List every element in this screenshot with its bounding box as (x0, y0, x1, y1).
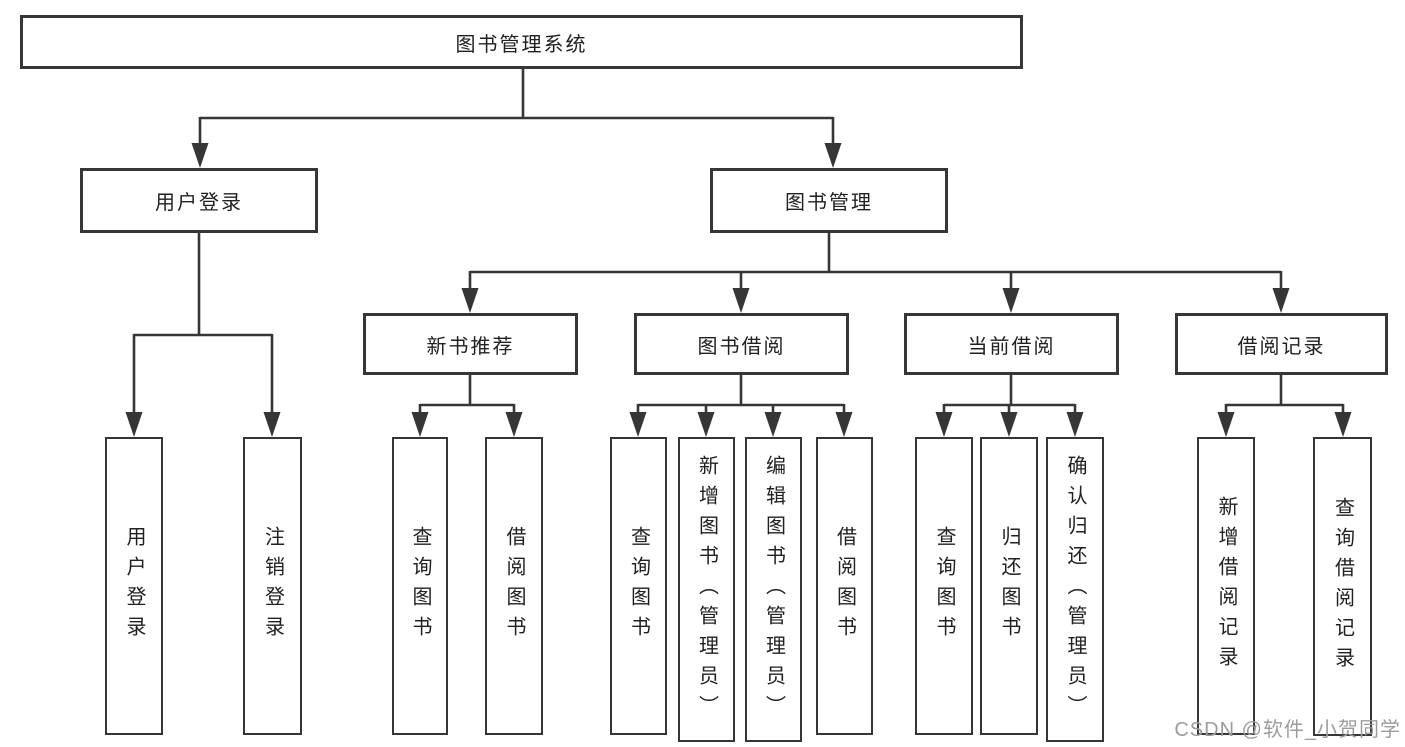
node-label: 当前借阅 (967, 335, 1056, 358)
node-label: 图书管理 (785, 192, 873, 214)
node-label: 查询图书 (933, 526, 955, 646)
edge-arrowheads (125, 143, 1352, 437)
leaf-user-login: 用户登录 (105, 437, 163, 735)
leaf-add-borrow-record: 新增借阅记录 (1197, 437, 1255, 735)
node-label: 新增借阅记录 (1215, 496, 1237, 676)
leaf-query-books-current: 查询图书 (915, 437, 973, 735)
node-label: 查询图书 (409, 526, 431, 646)
node-label: 借阅记录 (1237, 335, 1326, 358)
node-new-book-recommendation: 新书推荐 (363, 313, 578, 375)
node-label: 编辑图书（管理员） (762, 454, 785, 725)
node-label: 查询借阅记录 (1331, 496, 1354, 677)
node-label: 归还图书 (998, 526, 1020, 646)
leaf-borrow-books: 借阅图书 (816, 437, 873, 735)
node-label: 新书推荐 (426, 335, 515, 358)
leaf-edit-book-admin: 编辑图书（管理员） (745, 437, 802, 742)
node-user-login-module: 用户登录 (80, 168, 318, 233)
node-label: 图书管理系统 (455, 33, 588, 56)
leaf-add-book-admin: 新增图书（管理员） (678, 437, 735, 742)
node-label: 用户登录 (123, 526, 145, 646)
node-label: 借阅图书 (503, 526, 525, 646)
leaf-return-book: 归还图书 (980, 437, 1038, 735)
csdn-watermark: CSDN @软件_小贺同学 (1174, 719, 1401, 741)
leaf-borrow-books-recommend: 借阅图书 (485, 437, 543, 735)
leaf-query-borrow-record: 查询借阅记录 (1313, 437, 1372, 736)
node-borrowing-records: 借阅记录 (1175, 313, 1388, 375)
node-label: 图书借阅 (697, 335, 786, 358)
node-label: 借阅图书 (833, 526, 856, 646)
leaf-query-books-recommend: 查询图书 (392, 437, 448, 735)
node-book-borrowing: 图书借阅 (634, 313, 849, 375)
edge-lines (132, 68, 1345, 417)
leaf-confirm-return-admin: 确认归还（管理员） (1046, 437, 1104, 742)
node-current-borrowing: 当前借阅 (904, 313, 1119, 375)
node-label: 新增图书（管理员） (695, 454, 718, 725)
node-label: 确认归还（管理员） (1064, 454, 1086, 725)
leaf-logout: 注销登录 (243, 437, 302, 735)
node-label: 查询图书 (627, 526, 650, 646)
node-book-management-module: 图书管理 (710, 168, 948, 233)
node-label: 用户登录 (155, 192, 243, 214)
node-root-library-management-system: 图书管理系统 (20, 15, 1023, 69)
node-label: 注销登录 (261, 526, 284, 646)
leaf-query-books-borrowing: 查询图书 (610, 437, 667, 735)
